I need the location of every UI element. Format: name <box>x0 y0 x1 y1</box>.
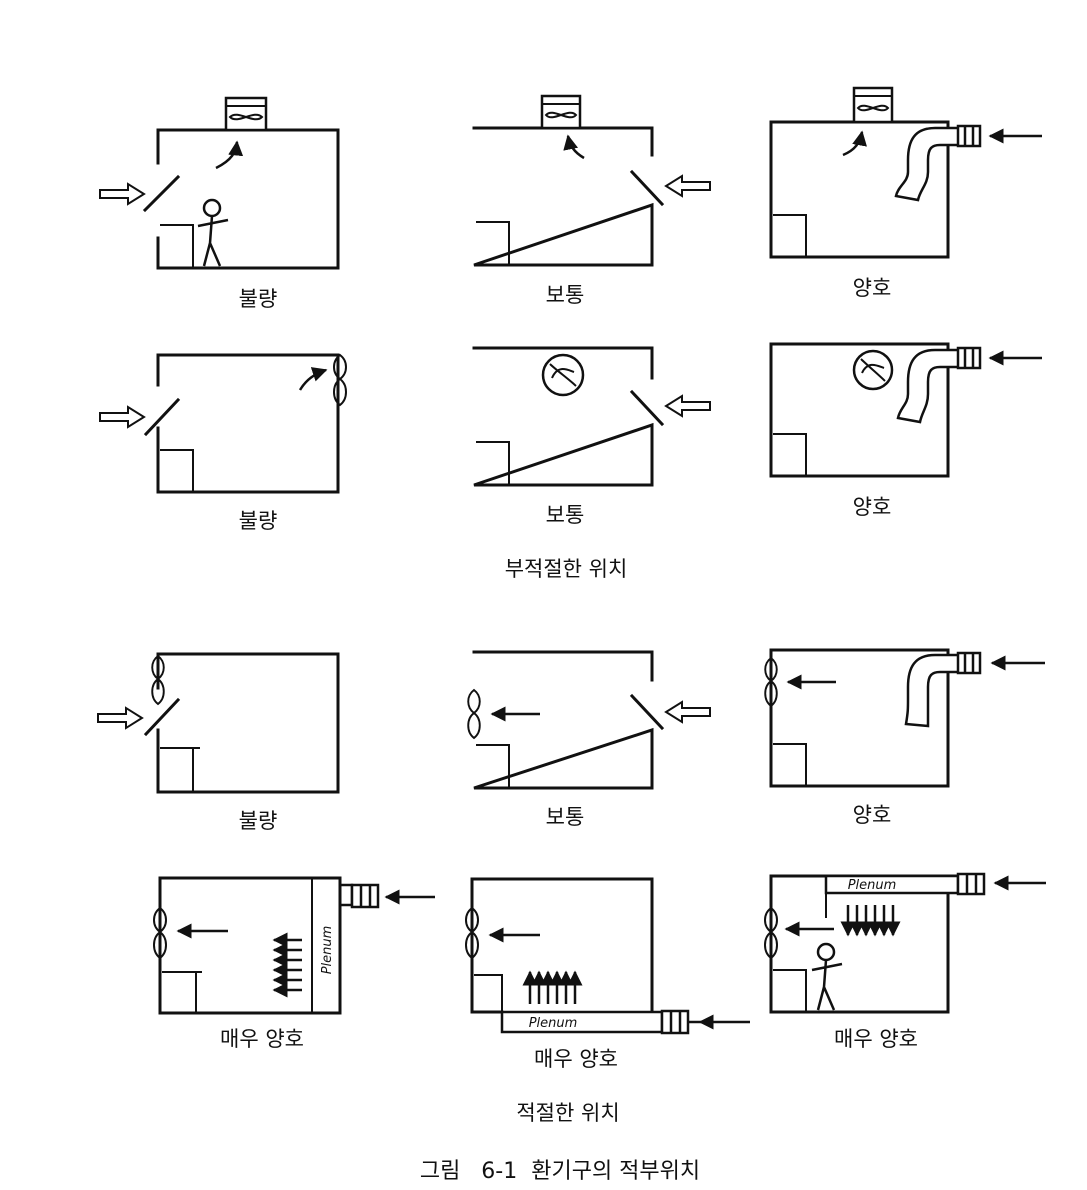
wall-exhaust-fan-icon <box>467 689 481 739</box>
room-r2c2 <box>472 346 711 487</box>
room-r1c2 <box>472 94 711 267</box>
wall-exhaust-fan-icon <box>333 354 347 406</box>
exhaust-fan-icon <box>540 94 582 130</box>
label-r4c1: 매우 양호 <box>220 1027 304 1051</box>
section-title-appropriate: 적절한 위치 <box>516 1101 619 1125</box>
plenum-air-arrows-icon <box>272 932 302 998</box>
ceiling-fan-icon <box>852 349 894 391</box>
supply-duct-icon <box>956 872 986 896</box>
supply-inlet-arrow-icon <box>99 183 145 205</box>
room-r4c2: Plenum <box>465 877 750 1035</box>
label-r1c1: 불량 <box>239 287 278 311</box>
label-r2c3: 양호 <box>853 495 892 519</box>
room-r4c1: Plenum <box>153 876 435 1015</box>
worker-icon <box>196 198 230 268</box>
plenum-air-arrows-icon <box>840 905 901 937</box>
figure-caption: 그림 6-1 환기구의 적부위치 <box>420 1159 700 1184</box>
label-r4c2: 매우 양호 <box>534 1047 618 1071</box>
room-r1c3 <box>769 86 1042 259</box>
room-r2c3 <box>769 342 1042 478</box>
label-r1c3: 양호 <box>853 276 892 300</box>
supply-duct-icon <box>904 651 982 728</box>
label-r2c2: 보통 <box>546 503 585 527</box>
label-r4c3: 매우 양호 <box>834 1027 918 1051</box>
label-r3c2: 보통 <box>546 805 585 829</box>
exhaust-fan-icon <box>224 96 268 132</box>
supply-duct-icon <box>340 883 380 909</box>
room-r1c1 <box>99 96 340 270</box>
supply-inlet-arrow-icon <box>665 395 711 417</box>
supply-duct-icon <box>894 124 982 202</box>
ceiling-fan-icon <box>541 353 585 397</box>
supply-inlet-arrow-icon <box>665 701 711 723</box>
label-r3c3: 양호 <box>853 803 892 827</box>
plenum-label: Plenum <box>320 926 335 975</box>
label-r3c1: 불량 <box>239 809 278 833</box>
plenum-label: Plenum <box>848 878 897 893</box>
plenum-air-arrows-icon <box>522 970 583 1004</box>
supply-inlet-arrow-icon <box>99 406 145 428</box>
label-r1c2: 보통 <box>546 283 585 307</box>
floor-plenum: Plenum <box>500 1009 700 1035</box>
supply-inlet-arrow-icon <box>97 707 143 729</box>
worker-icon <box>810 942 844 1012</box>
room-r3c3 <box>764 648 1045 788</box>
room-r2c1 <box>99 353 347 494</box>
exhaust-fan-icon <box>852 86 894 124</box>
room-r3c2 <box>467 650 711 790</box>
section-title-inappropriate: 부적절한 위치 <box>505 557 628 581</box>
plenum-label: Plenum <box>529 1016 578 1031</box>
supply-inlet-arrow-icon <box>665 175 711 197</box>
room-r3c1 <box>97 652 340 794</box>
supply-duct-icon <box>896 346 982 424</box>
room-r4c3: Plenum <box>764 872 1046 1014</box>
label-r2c1: 불량 <box>239 509 278 533</box>
